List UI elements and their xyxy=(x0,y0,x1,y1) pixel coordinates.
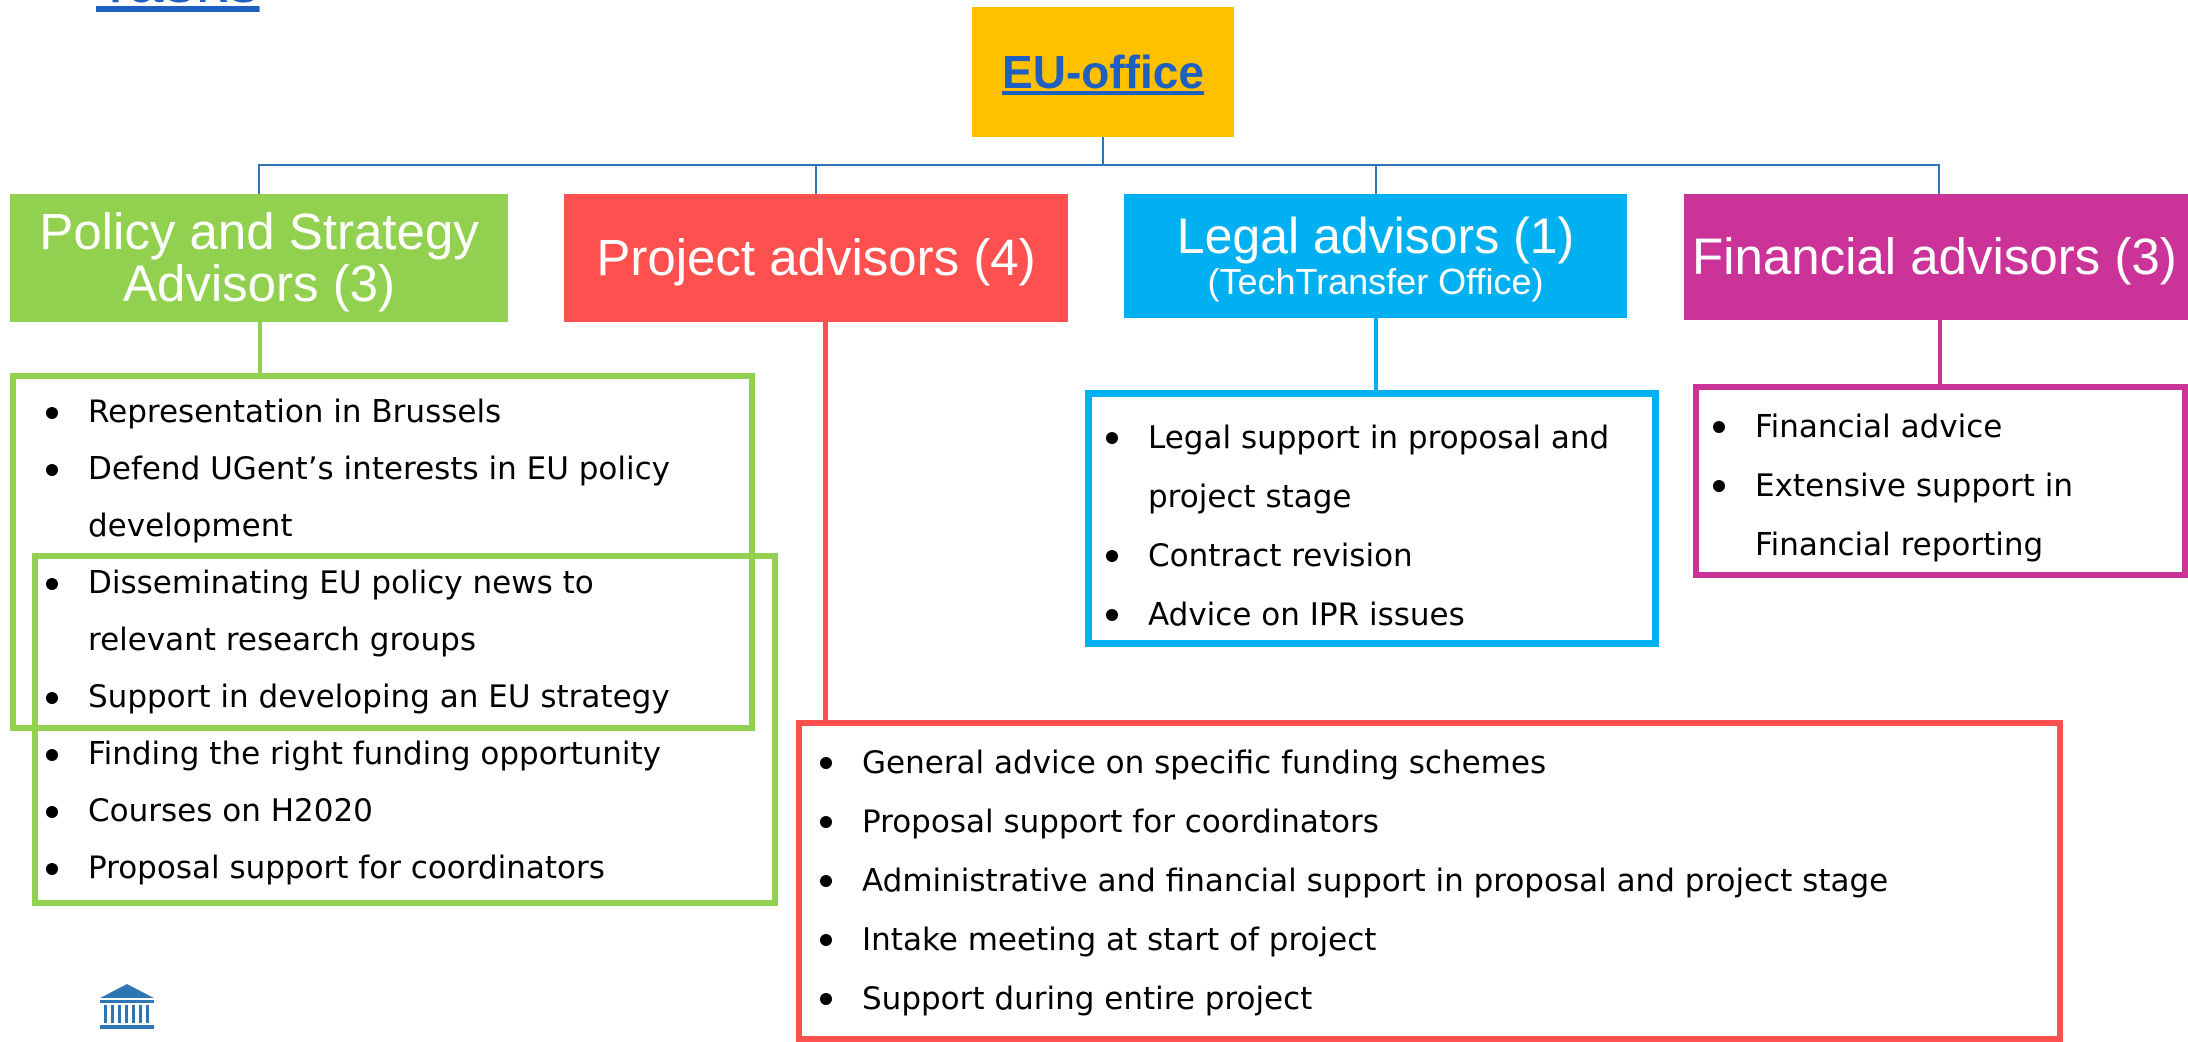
list-item: Support during entire project xyxy=(812,970,2052,1029)
dept-legal-advisors-title: Legal advisors (1) xyxy=(1176,207,1575,264)
list-item: Proposal support for coordinators xyxy=(812,793,2052,852)
list-item: Support in developing an EU strategy xyxy=(38,669,718,726)
dept-financial-advisors-title: Financial advisors (3) xyxy=(1692,227,2177,285)
legal-connector xyxy=(1375,164,1377,194)
list-item: Administrative and financial support in … xyxy=(812,852,2052,911)
policy-task-list: Representation in Brussels Defend UGent’… xyxy=(38,384,718,897)
legal-tasks-box: Legal support in proposal and project st… xyxy=(1085,390,1659,647)
list-item: Contract revision xyxy=(1098,527,1628,586)
list-item: Disseminating EU policy news to relevant… xyxy=(38,555,718,669)
policy-tasks-connector xyxy=(258,322,262,374)
financial-tasks-connector xyxy=(1938,320,1942,384)
project-connector xyxy=(815,164,817,194)
list-item: Finding the right funding opportunity xyxy=(38,726,718,783)
list-item: Courses on H2020 xyxy=(38,783,718,840)
list-item: Intake meeting at start of project xyxy=(812,911,2052,970)
list-item: Proposal support for coordinators xyxy=(38,840,718,897)
financial-task-list: Financial advice Extensive support in Fi… xyxy=(1705,398,2185,575)
financial-connector xyxy=(1938,164,1940,194)
project-tasks-connector xyxy=(823,322,828,725)
policy-tasks-box-lower xyxy=(32,553,778,906)
list-item: Financial advice xyxy=(1705,398,2185,457)
policy-connector xyxy=(258,164,260,194)
page-title[interactable]: Tasks xyxy=(96,0,260,12)
legal-tasks-connector xyxy=(1374,318,1378,390)
project-task-list: General advice on specific funding schem… xyxy=(812,734,2052,1029)
dept-legal-advisors: Legal advisors (1) (TechTransfer Office) xyxy=(1124,194,1627,318)
list-item: Representation in Brussels xyxy=(38,384,718,441)
horizontal-connector xyxy=(258,164,1940,166)
project-tasks-box: General advice on specific funding schem… xyxy=(796,720,2063,1042)
list-item: Extensive support in Financial reporting xyxy=(1705,457,2185,575)
dept-project-advisors: Project advisors (4) xyxy=(564,194,1068,322)
policy-tasks-box-upper xyxy=(10,373,755,731)
dept-policy-strategy: Policy and Strategy Advisors (3) xyxy=(10,194,508,322)
root-down-connector xyxy=(1102,137,1104,165)
dept-policy-strategy-title: Policy and Strategy Advisors (3) xyxy=(39,202,479,312)
legal-task-list: Legal support in proposal and project st… xyxy=(1098,409,1628,645)
dept-project-advisors-title: Project advisors (4) xyxy=(596,228,1036,286)
eu-office-label[interactable]: EU-office xyxy=(1002,46,1204,98)
dept-legal-advisors-subtitle: (TechTransfer Office) xyxy=(1207,260,1544,302)
list-item: Advice on IPR issues xyxy=(1098,586,1628,645)
list-item: Defend UGent’s interests in EU policy de… xyxy=(38,441,718,555)
list-item: General advice on specific funding schem… xyxy=(812,734,2052,793)
dept-financial-advisors: Financial advisors (3) xyxy=(1684,194,2188,320)
institution-building-icon xyxy=(100,984,154,1029)
financial-tasks-box: Financial advice Extensive support in Fi… xyxy=(1693,384,2188,578)
eu-office-node: EU-office xyxy=(972,7,1234,137)
list-item: Legal support in proposal and project st… xyxy=(1098,409,1628,527)
